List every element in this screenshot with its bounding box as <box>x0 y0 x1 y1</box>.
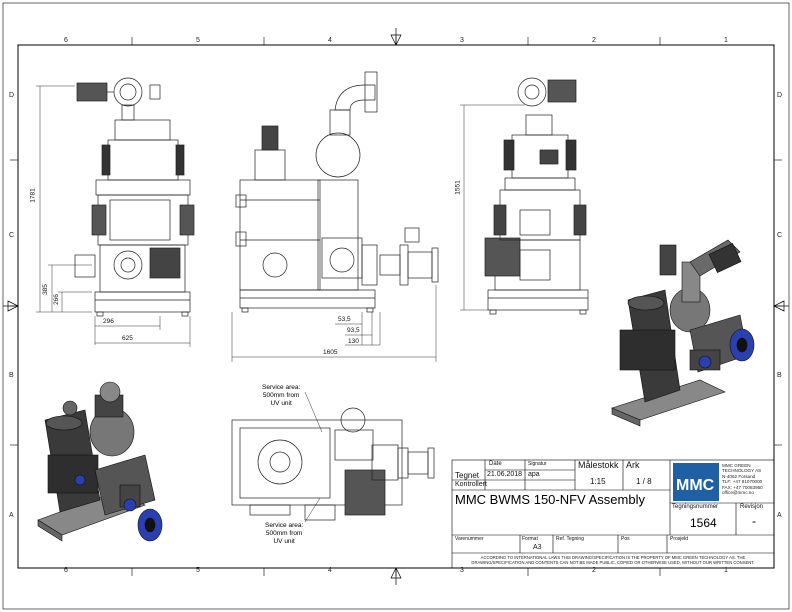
dim-base-height-2: 266 <box>52 294 60 305</box>
isometric-view-left <box>37 381 163 542</box>
zone-row-c-left: C <box>9 232 15 239</box>
zone-col-1-bottom: 1 <box>724 567 728 574</box>
tb-format-value: A3 <box>533 544 542 551</box>
tb-company-info: MMC GREEN TECHNOLOGY AS N-4062 Forsand T… <box>722 463 763 496</box>
front-view <box>74 77 195 317</box>
zone-row-d-left: D <box>9 92 15 99</box>
dim-base-height-1: 385 <box>41 284 49 295</box>
zone-col-3-bottom: 3 <box>460 567 464 574</box>
tb-checked-label: Kontrollert <box>455 481 487 488</box>
zone-row-a-left: A <box>9 512 14 519</box>
dim-side-length: 1605 <box>323 349 338 356</box>
zone-col-4-top: 4 <box>328 37 332 44</box>
isometric-view-right <box>611 239 755 427</box>
tb-drawing-number-label: Tegningsnummer <box>672 504 719 510</box>
tb-drawing-number: 1564 <box>690 516 717 530</box>
tb-drawn-signature: apa <box>528 471 540 478</box>
service-area-note-bottom: Service area: 500mm from UV unit <box>265 522 304 545</box>
zone-col-5-top: 5 <box>196 37 200 44</box>
zone-row-b-right: B <box>777 372 782 379</box>
tb-project-label: Prosjekt <box>670 536 689 542</box>
tb-item-number-label: Varenummer <box>455 536 484 542</box>
tb-scale-value: 1:15 <box>590 477 606 486</box>
tb-revision-value: - <box>752 514 756 528</box>
dim-overall-height-right: 1551 <box>454 180 462 195</box>
rear-view <box>484 77 589 315</box>
zone-col-3-top: 3 <box>460 37 464 44</box>
zone-col-1-top: 1 <box>724 37 728 44</box>
side-view <box>235 71 439 313</box>
dim-base-width-1: 296 <box>103 318 114 325</box>
dim-side-2: 93,5 <box>347 327 360 334</box>
tb-revision-label: Revisjon <box>740 504 764 510</box>
tb-scale-label: Målestokk <box>578 460 619 470</box>
zone-col-2-bottom: 2 <box>592 567 596 574</box>
company-logo <box>673 463 719 501</box>
tb-sheet-label: Ark <box>626 460 640 470</box>
centering-marks <box>3 28 789 585</box>
zone-row-b-left: B <box>9 372 14 379</box>
zone-col-2-top: 2 <box>592 37 596 44</box>
rear-dimensions <box>460 104 525 311</box>
title-block-grid <box>451 459 775 569</box>
tb-disclaimer: ACCORDING TO INTERNATIONAL LAWS THIS DRA… <box>471 555 755 566</box>
zone-col-4-bottom: 4 <box>328 567 332 574</box>
front-dimensions <box>36 85 191 347</box>
tb-drawing-title: MMC BWMS 150-NFV Assembly <box>455 492 645 507</box>
zone-col-6-top: 6 <box>64 37 68 44</box>
zone-col-5-bottom: 5 <box>196 567 200 574</box>
service-area-note-top: Service area: 500mm from UV unit <box>262 384 301 407</box>
dim-side-3: 130 <box>348 338 359 345</box>
dim-overall-height-left: 1781 <box>29 188 37 203</box>
dim-side-1: 53,5 <box>338 316 351 323</box>
tb-ref-drawing-label: Ref. Tegning <box>556 536 584 542</box>
tb-drawn-label: Tegnet <box>455 471 480 480</box>
zone-row-c-right: C <box>777 232 783 239</box>
zone-row-a-right: A <box>777 512 782 519</box>
side-dimensions <box>231 285 437 362</box>
tb-sheet-value: 1 / 8 <box>636 477 652 486</box>
service-area-leaders <box>304 391 323 523</box>
zone-row-d-right: D <box>777 92 783 99</box>
tb-pos-label: Pos <box>621 536 630 542</box>
tb-date-header: Date <box>489 461 502 467</box>
tb-drawn-date: 21.06.2018 <box>487 471 523 478</box>
zone-col-6-bottom: 6 <box>64 567 68 574</box>
dim-base-width-2: 625 <box>122 335 133 342</box>
top-view <box>231 407 435 521</box>
tb-format-label: Format <box>522 536 538 542</box>
tb-signature-header: Signatur <box>528 461 547 467</box>
tb-logo-text: MMC <box>676 477 715 494</box>
